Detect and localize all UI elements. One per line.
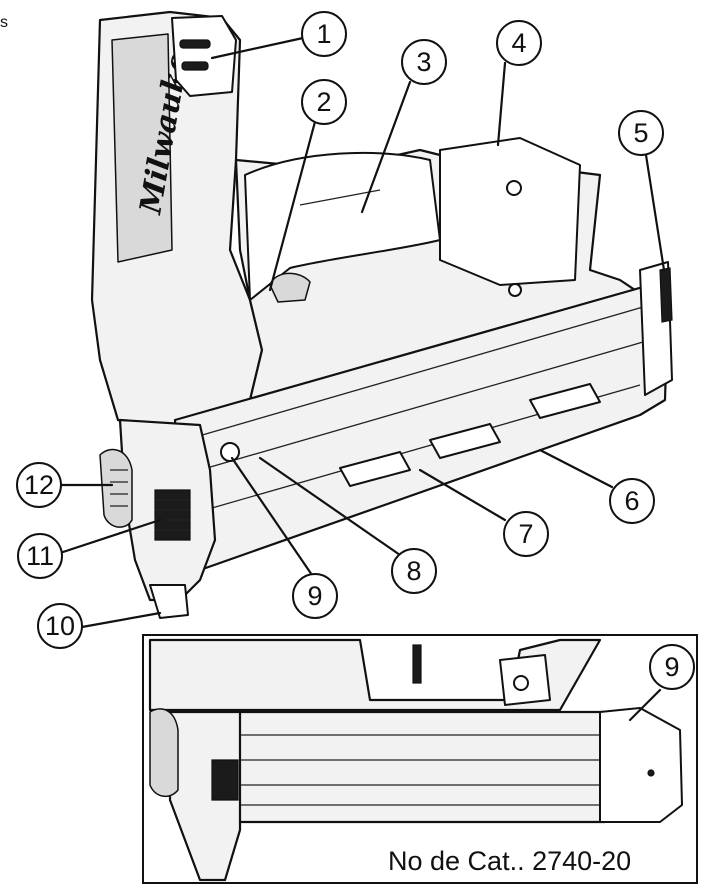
svg-text:1: 1 [316, 19, 331, 49]
rear-cap [439, 137, 581, 286]
mag-window-2 [429, 423, 501, 459]
svg-text:2: 2 [316, 87, 331, 117]
callout-2: 2 [301, 79, 347, 125]
callout-11: 11 [17, 533, 63, 579]
cap-screw-2 [508, 283, 522, 297]
shell-ridge [299, 189, 381, 206]
latch-slot-1 [179, 39, 211, 49]
cap-screw-1 [506, 180, 522, 196]
inset-callout-9-number: 9 [664, 652, 679, 682]
inset-callout-9 [649, 644, 695, 690]
depth-wheel-ribs [155, 499, 190, 531]
inset-upper-body [148, 638, 602, 712]
mag-window-1 [339, 451, 411, 487]
brand-panel [111, 33, 173, 263]
inset-screw [513, 675, 529, 691]
callout-1: 1 [301, 11, 347, 57]
trigger [269, 272, 311, 303]
battery-latch [171, 15, 237, 97]
svg-text:7: 7 [518, 519, 533, 549]
magazine-rail-2 [199, 339, 651, 471]
inset-rails [235, 734, 605, 806]
magazine-rail-1 [184, 304, 651, 441]
inset-nose [168, 710, 242, 882]
latch-slot-2 [181, 61, 209, 71]
inset-leader [628, 688, 662, 722]
svg-text:6: 6 [624, 486, 639, 516]
svg-text:5: 5 [633, 118, 648, 148]
inset-pin [412, 644, 422, 684]
callout-4: 4 [496, 20, 542, 66]
svg-text:12: 12 [24, 470, 54, 500]
leader-lines [58, 36, 666, 629]
svg-text:10: 10 [45, 611, 75, 641]
inset-detail: 9 [142, 634, 698, 884]
callout-3: 3 [401, 39, 447, 85]
inset-jam-lever [149, 708, 179, 797]
callout-9: 9 [292, 573, 338, 619]
depth-wheel [154, 489, 191, 541]
svg-text:4: 4 [511, 28, 526, 58]
inset-depth-wheel [211, 759, 239, 801]
lever-ribs [110, 469, 128, 507]
callout-8: 8 [391, 548, 437, 594]
jam-lever [99, 448, 133, 528]
contact-tip [149, 584, 189, 619]
mag-window-3 [529, 383, 601, 419]
inset-end-dot [647, 769, 655, 777]
corner-text: s [0, 14, 8, 31]
callout-7: 7 [503, 511, 549, 557]
main-tool-drawing: Milwaukee [90, 10, 673, 619]
callout-6: 6 [609, 478, 655, 524]
inset-magazine [233, 710, 607, 824]
callout-10: 10 [37, 603, 83, 649]
svg-text:11: 11 [26, 541, 54, 571]
catalog-number-caption: No de Cat.. 2740-20 [388, 846, 632, 876]
callout-5: 5 [618, 110, 664, 156]
magazine-release-button [220, 442, 240, 462]
callout-12: 12 [16, 462, 62, 508]
end-latch [659, 267, 673, 323]
svg-text:9: 9 [307, 581, 322, 611]
svg-text:8: 8 [406, 556, 421, 586]
svg-text:3: 3 [416, 47, 431, 77]
inset-end-cap [599, 707, 683, 823]
